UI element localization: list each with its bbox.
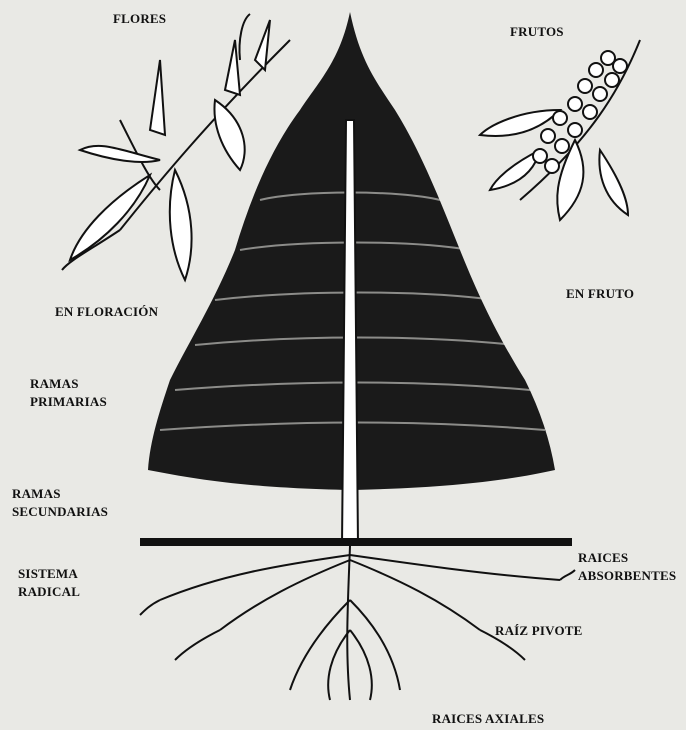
label-raices-absorbentes-line2: ABSORBENTES xyxy=(578,567,676,585)
label-en-fruto: EN FRUTO xyxy=(566,285,634,303)
label-raices-absorbentes: RAICES ABSORBENTES xyxy=(578,549,676,585)
label-sistema-radical-line1: SISTEMA xyxy=(18,565,80,583)
label-ramas-secundarias: RAMAS SECUNDARIAS xyxy=(12,485,108,521)
label-frutos: FRUTOS xyxy=(510,23,564,41)
ground-line xyxy=(140,538,572,546)
label-ramas-secundarias-line2: SECUNDARIAS xyxy=(12,503,108,521)
label-en-floracion: EN FLORACIÓN xyxy=(55,303,158,321)
label-sistema-radical: SISTEMA RADICAL xyxy=(18,565,80,601)
label-ramas-primarias-line2: PRIMARIAS xyxy=(30,393,107,411)
trunk-drawing xyxy=(342,120,358,545)
label-ramas-primarias: RAMAS PRIMARIAS xyxy=(30,375,107,411)
label-raices-axiales: RAICES AXIALES xyxy=(432,710,544,728)
label-flores: FLORES xyxy=(113,10,166,28)
fruit-branch-drawing xyxy=(480,40,640,220)
label-raices-absorbentes-line1: RAICES xyxy=(578,549,676,567)
label-ramas-secundarias-line1: RAMAS xyxy=(12,485,108,503)
label-ramas-primarias-line1: RAMAS xyxy=(30,375,107,393)
label-sistema-radical-line2: RADICAL xyxy=(18,583,80,601)
label-raiz-pivote: RAÍZ PIVOTE xyxy=(495,622,583,640)
